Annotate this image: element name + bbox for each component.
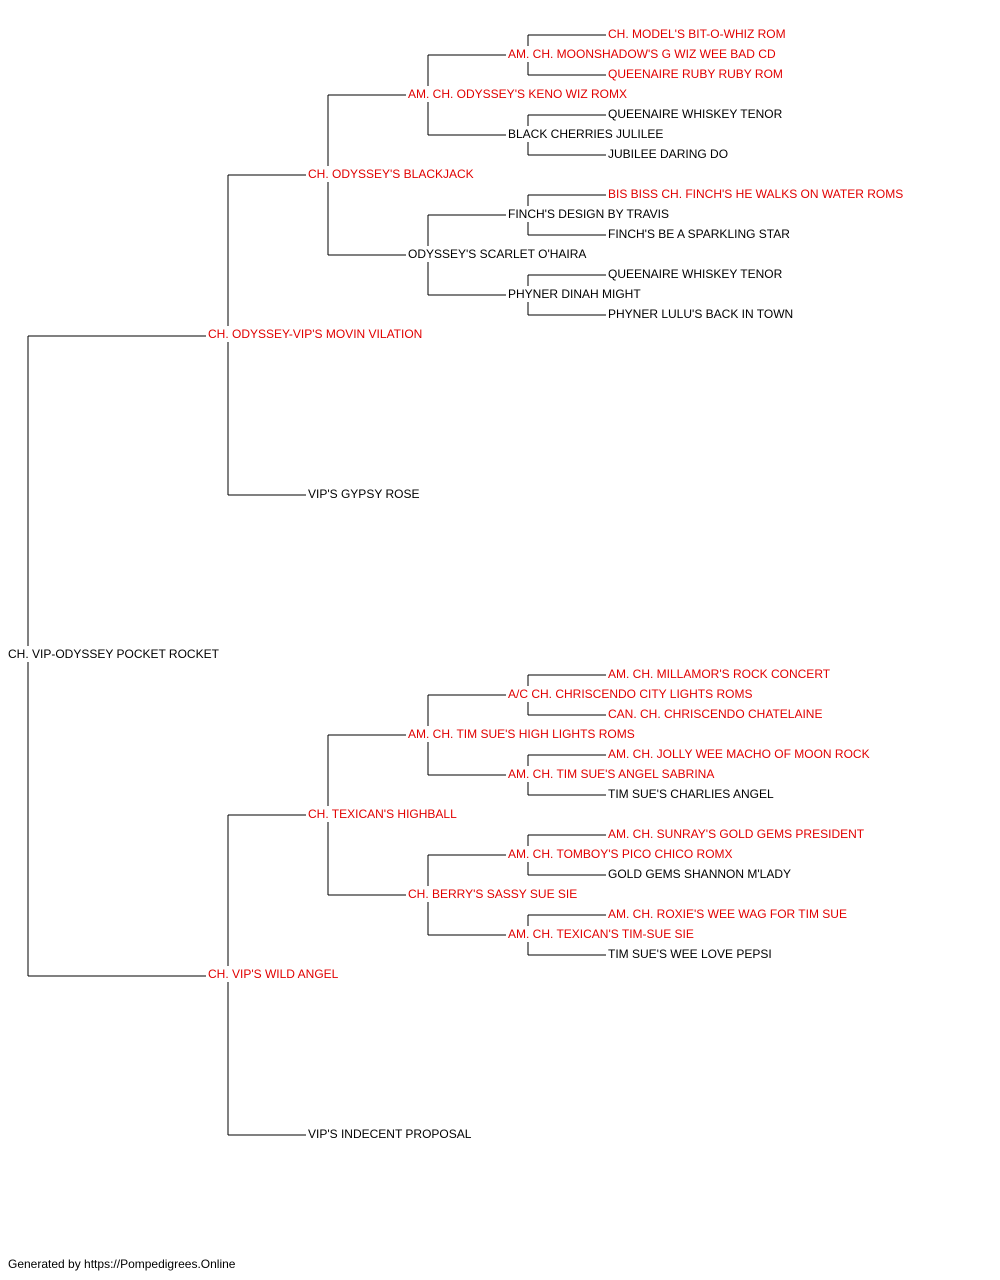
pedigree-name-pedigree.sire.sire.sire.dam: BLACK CHERRIES JULILEE [508,127,664,141]
pedigree-name-pedigree.sire.sire.sire.sire: AM. CH. MOONSHADOW'S G WIZ WEE BAD CD [508,47,776,61]
pedigree-name-pedigree.dam.sire.sire.sire: A/C CH. CHRISCENDO CITY LIGHTS ROMS [508,687,753,701]
pedigree-name-pedigree.sire.dam: VIP'S GYPSY ROSE [308,487,420,501]
pedigree-name-pedigree.sire.sire.dam.sire: FINCH'S DESIGN BY TRAVIS [508,207,669,221]
pedigree-name-pedigree.sire.sire.dam.sire.sire: BIS BISS CH. FINCH'S HE WALKS ON WATER R… [608,187,904,201]
pedigree-name-pedigree.sire.sire.sire.sire.sire: CH. MODEL'S BIT-O-WHIZ ROM [608,27,786,41]
pedigree-name-pedigree.sire: CH. ODYSSEY-VIP'S MOVIN VILATION [208,327,423,341]
pedigree-name-pedigree.sire.sire.dam.sire.dam: FINCH'S BE A SPARKLING STAR [608,227,790,241]
pedigree-name-pedigree.sire.sire.sire.sire.dam: QUEENAIRE RUBY RUBY ROM [608,67,783,81]
pedigree-name-pedigree.dam.sire.dam.sire.dam: GOLD GEMS SHANNON M'LADY [608,867,791,881]
pedigree-name-pedigree.sire.sire.dam: ODYSSEY'S SCARLET O'HAIRA [408,247,587,261]
pedigree-name-pedigree.sire.sire.dam.dam.sire: QUEENAIRE WHISKEY TENOR [608,267,783,281]
pedigree-name-pedigree.sire.sire.sire: AM. CH. ODYSSEY'S KENO WIZ ROMX [408,87,627,101]
pedigree-name-pedigree.sire.sire.sire.dam.dam: JUBILEE DARING DO [608,147,729,161]
pedigree-name-pedigree.sire.sire: CH. ODYSSEY'S BLACKJACK [308,167,474,181]
pedigree-name-pedigree.dam.sire.dam.dam.sire: AM. CH. ROXIE'S WEE WAG FOR TIM SUE [608,907,847,921]
pedigree-name-pedigree.dam: CH. VIP'S WILD ANGEL [208,967,339,981]
generated-by-footer: Generated by https://Pompedigrees.Online [8,1257,236,1271]
pedigree-name-pedigree.dam.sire.sire.sire.sire: AM. CH. MILLAMOR'S ROCK CONCERT [608,667,831,681]
pedigree-name-pedigree.dam.sire.sire.dam.dam: TIM SUE'S CHARLIES ANGEL [608,787,774,801]
pedigree-name-pedigree.dam.sire.dam: CH. BERRY'S SASSY SUE SIE [408,887,578,901]
pedigree-name-pedigree.dam.sire.dam.dam.dam: TIM SUE'S WEE LOVE PEPSI [608,947,772,961]
pedigree-name-pedigree.dam.sire.dam.sire.sire: AM. CH. SUNRAY'S GOLD GEMS PRESIDENT [608,827,865,841]
pedigree-name-pedigree.dam.sire.dam.sire: AM. CH. TOMBOY'S PICO CHICO ROMX [508,847,733,861]
pedigree-name-pedigree.sire.sire.dam.dam: PHYNER DINAH MIGHT [508,287,641,301]
pedigree-name-pedigree: CH. VIP-ODYSSEY POCKET ROCKET [8,647,219,661]
pedigree-name-pedigree.dam.sire.sire.dam: AM. CH. TIM SUE'S ANGEL SABRINA [508,767,715,781]
pedigree-name-pedigree.dam.sire.dam.dam: AM. CH. TEXICAN'S TIM-SUE SIE [508,927,694,941]
pedigree-name-pedigree.dam.dam: VIP'S INDECENT PROPOSAL [308,1127,472,1141]
pedigree-name-pedigree.dam.sire.sire: AM. CH. TIM SUE'S HIGH LIGHTS ROMS [408,727,635,741]
pedigree-name-pedigree.dam.sire.sire.dam.sire: AM. CH. JOLLY WEE MACHO OF MOON ROCK [608,747,870,761]
pedigree-name-pedigree.sire.sire.sire.dam.sire: QUEENAIRE WHISKEY TENOR [608,107,783,121]
pedigree-name-pedigree.sire.sire.dam.dam.dam: PHYNER LULU'S BACK IN TOWN [608,307,794,321]
pedigree-name-pedigree.dam.sire.sire.sire.dam: CAN. CH. CHRISCENDO CHATELAINE [608,707,823,721]
pedigree-name-pedigree.dam.sire: CH. TEXICAN'S HIGHBALL [308,807,457,821]
